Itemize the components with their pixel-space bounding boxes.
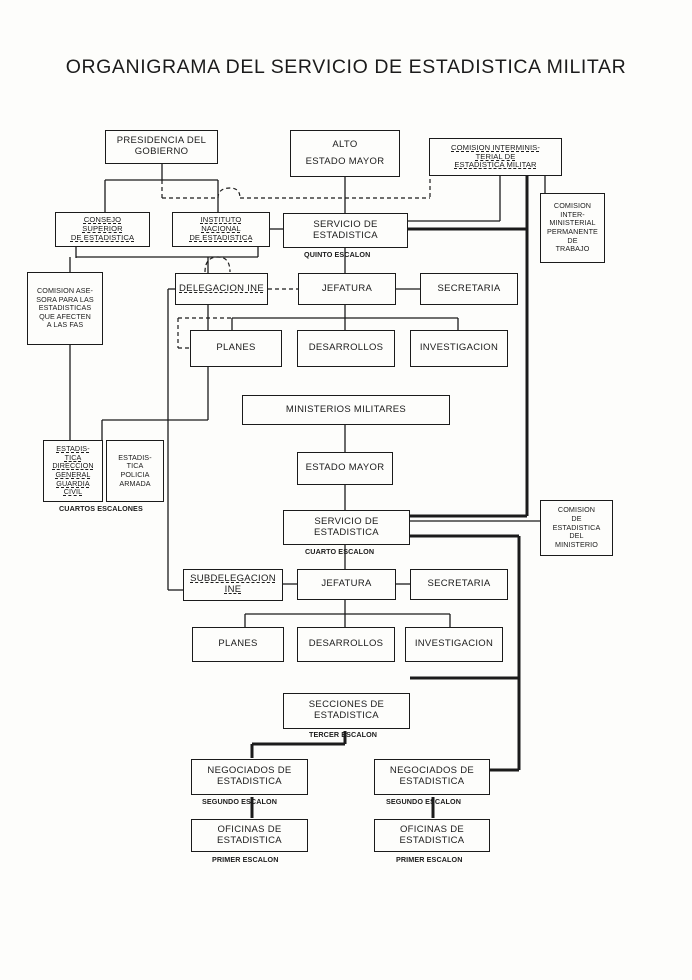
investigacion-1-box: INVESTIGACION: [410, 330, 508, 367]
segundo-escalon-der-label: SEGUNDO ESCALON: [386, 797, 461, 806]
quinto-escalon-label: QUINTO ESCALON: [304, 250, 371, 259]
page-title: ORGANIGRAMA DEL SERVICIO DE ESTADISTICA …: [65, 56, 627, 78]
planes-2-box: PLANES: [192, 627, 284, 662]
secretaria-2-box: SECRETARIA: [410, 569, 508, 600]
estado-mayor-box: ESTADO MAYOR: [297, 452, 393, 485]
primer-escalon-der-label: PRIMER ESCALON: [396, 855, 463, 864]
ministerios-militares-box: MINISTERIOS MILITARES: [242, 395, 450, 425]
cuarto-escalon-label: CUARTO ESCALON: [305, 547, 375, 556]
delegacion-ine-box: DELEGACION INE: [175, 273, 268, 305]
segundo-escalon-izq-label: SEGUNDO ESCALON: [202, 797, 277, 806]
primer-escalon-izq-label: PRIMER ESCALON: [212, 855, 279, 864]
tercer-escalon-label: TERCER ESCALON: [309, 730, 378, 739]
jefatura-2-box: JEFATURA: [297, 569, 396, 600]
cuartos-escalones-label: CUARTOS ESCALONES: [59, 504, 143, 513]
planes-1-box: PLANES: [190, 330, 282, 367]
investigacion-2-box: INVESTIGACION: [405, 627, 503, 662]
secretaria-1-box: SECRETARIA: [420, 273, 518, 305]
desarrollos-2-box: DESARROLLOS: [297, 627, 395, 662]
desarrollos-1-box: DESARROLLOS: [297, 330, 395, 367]
jefatura-1-box: JEFATURA: [298, 273, 396, 305]
